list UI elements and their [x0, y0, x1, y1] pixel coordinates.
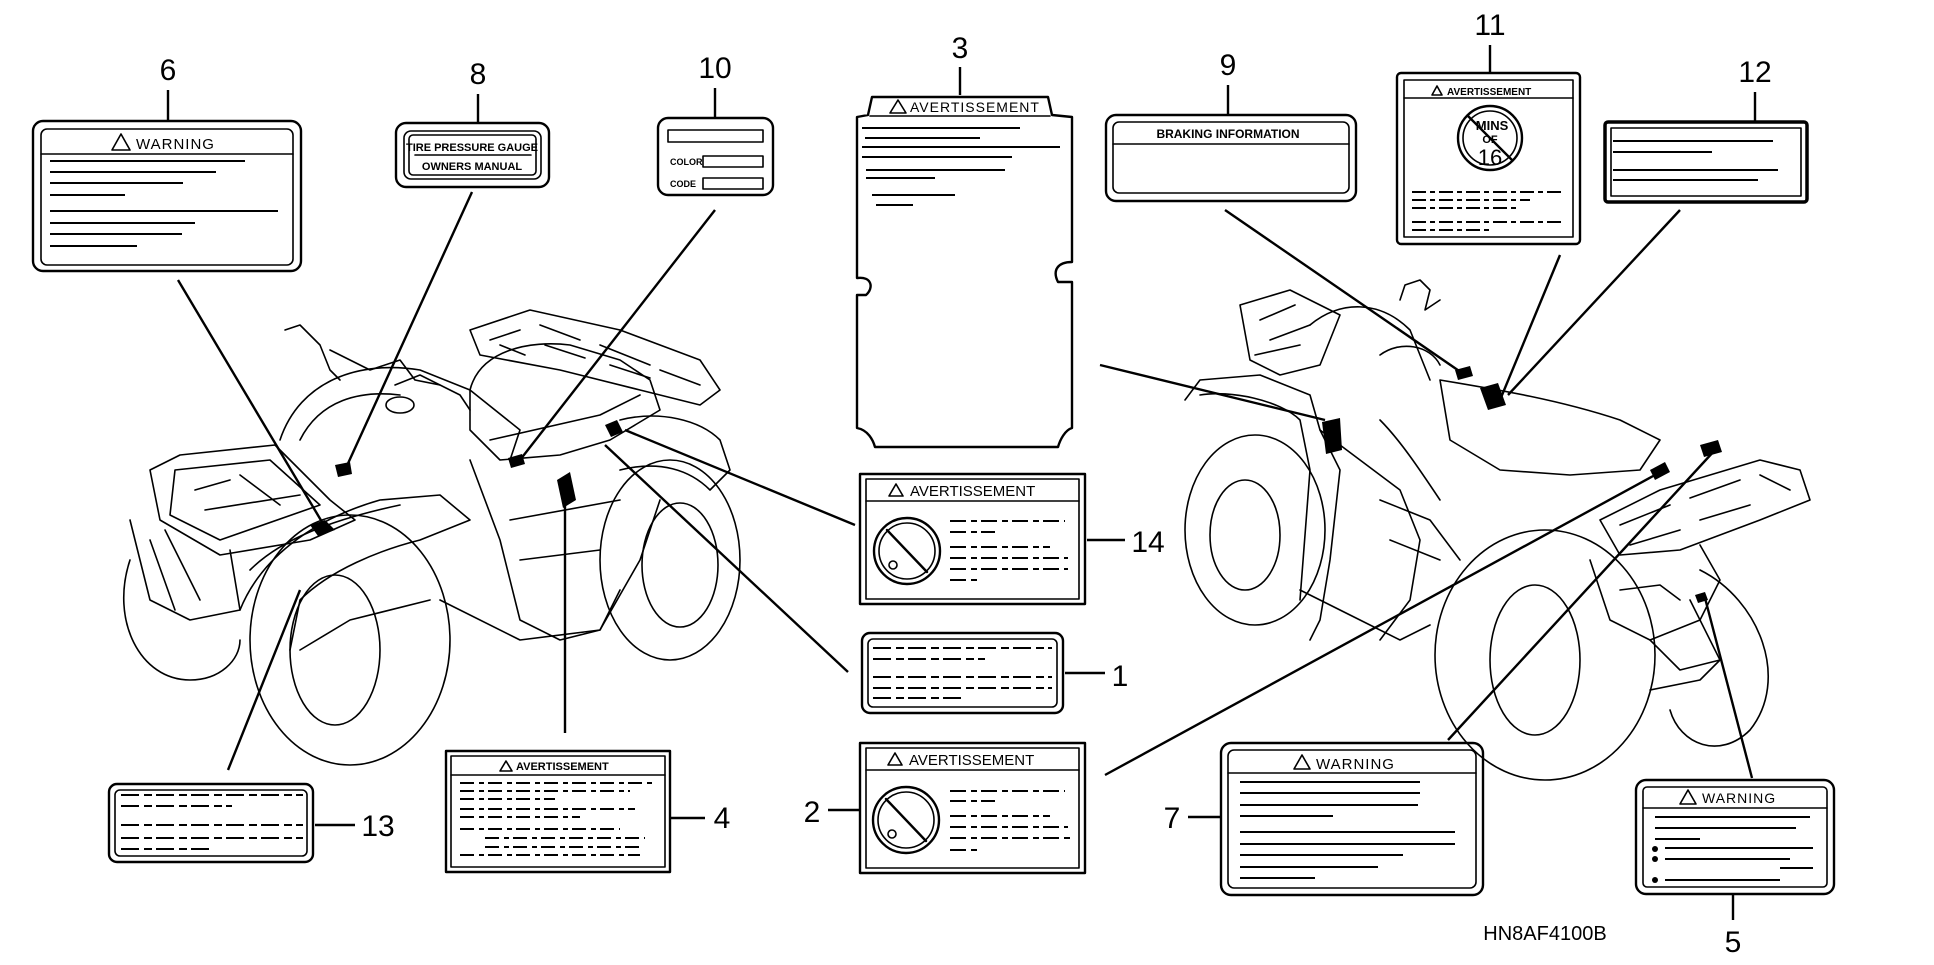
label-box-11[interactable]: AVERTISSEMENT MINS OF 16 — [1395, 71, 1582, 246]
svg-text:MINS: MINS — [1476, 118, 1509, 133]
label-10-field2: CODE — [670, 179, 696, 189]
label-box-6[interactable]: WARNING — [31, 119, 303, 273]
label-9-header: BRAKING INFORMATION — [1156, 127, 1299, 141]
label-box-9[interactable]: BRAKING INFORMATION — [1104, 113, 1358, 203]
callout-11: 11 — [1474, 9, 1505, 42]
label-5-header: WARNING — [1702, 790, 1776, 806]
warning-triangle-icon — [1431, 85, 1443, 96]
warning-triangle-icon — [887, 752, 903, 766]
label-7-header: WARNING — [1316, 756, 1395, 773]
callout-7: 7 — [1164, 802, 1181, 835]
atv-left-sticker-markers — [310, 420, 623, 536]
atv-left-illustration — [122, 309, 741, 766]
leader-7 — [1447, 449, 1716, 741]
leader-6 — [176, 279, 324, 523]
warning-triangle-icon — [111, 133, 131, 151]
leader-1 — [604, 444, 849, 673]
callout-6: 6 — [160, 54, 177, 87]
leader-12 — [1507, 209, 1681, 396]
callout-2: 2 — [804, 796, 821, 829]
warning-triangle-icon — [889, 99, 907, 114]
callout-13: 13 — [361, 810, 394, 843]
callout-4: 4 — [714, 802, 731, 835]
label-box-2[interactable]: AVERTISSEMENT — [858, 741, 1087, 875]
leader-10 — [519, 209, 716, 461]
label-6-header: WARNING — [136, 136, 215, 153]
label-11-header: AVERTISSEMENT — [1447, 87, 1531, 98]
warning-triangle-icon — [499, 760, 513, 772]
label-box-14[interactable]: AVERTISSEMENT — [858, 472, 1087, 606]
callout-14: 14 — [1131, 526, 1164, 559]
leader-11 — [1498, 254, 1562, 401]
label-box-8[interactable]: TIRE PRESSURE GAUGE OWNERS MANUAL — [394, 121, 551, 189]
no-tampering-icon — [872, 516, 942, 586]
label-box-12[interactable] — [1603, 120, 1809, 204]
atv-right-sticker-markers — [1322, 366, 1722, 603]
leader-2 — [1104, 473, 1656, 777]
warning-triangle-icon — [888, 483, 904, 497]
label-box-5[interactable]: WARNING — [1634, 778, 1836, 896]
figure-code: HN8AF4100B — [1483, 923, 1606, 945]
leader-lines — [176, 191, 1754, 779]
callout-12: 12 — [1738, 56, 1771, 89]
label-14-header: AVERTISSEMENT — [910, 483, 1035, 500]
callout-5: 5 — [1725, 926, 1742, 959]
label-8-line2: OWNERS MANUAL — [422, 161, 522, 173]
leader-14 — [624, 428, 856, 527]
leader-9 — [1224, 209, 1466, 376]
callout-8: 8 — [470, 58, 487, 91]
svg-text:16: 16 — [1478, 145, 1502, 170]
no-tampering-icon — [871, 785, 941, 855]
callout-9: 9 — [1220, 49, 1237, 82]
warning-triangle-icon — [1679, 789, 1697, 805]
label-10-field1: COLOR — [670, 157, 703, 167]
leader-3 — [1099, 363, 1326, 422]
leader-13 — [226, 589, 302, 771]
label-4-header: AVERTISSEMENT — [516, 761, 609, 773]
label-box-1[interactable] — [860, 631, 1065, 715]
callout-ticks — [166, 45, 1757, 920]
label-box-10[interactable]: COLOR CODE — [656, 116, 775, 197]
label-box-4[interactable]: AVERTISSEMENT — [444, 749, 672, 874]
label-8-line1: TIRE PRESSURE GAUGE — [406, 142, 538, 154]
callout-3: 3 — [952, 32, 969, 65]
label-box-3[interactable]: AVERTISSEMENT — [855, 95, 1074, 449]
label-2-header: AVERTISSEMENT — [909, 752, 1034, 769]
label-box-13[interactable] — [107, 782, 315, 864]
label-3-header: AVERTISSEMENT — [910, 99, 1040, 115]
warning-triangle-icon — [1293, 754, 1311, 770]
callout-1: 1 — [1112, 660, 1129, 693]
label-box-7[interactable]: WARNING — [1219, 741, 1485, 897]
callout-10: 10 — [698, 52, 731, 85]
leader-8 — [343, 191, 474, 471]
leader-5 — [1703, 597, 1754, 779]
no-under-16-icon: MINS OF 16 — [1456, 104, 1524, 172]
atv-right-illustration — [1184, 279, 1811, 781]
